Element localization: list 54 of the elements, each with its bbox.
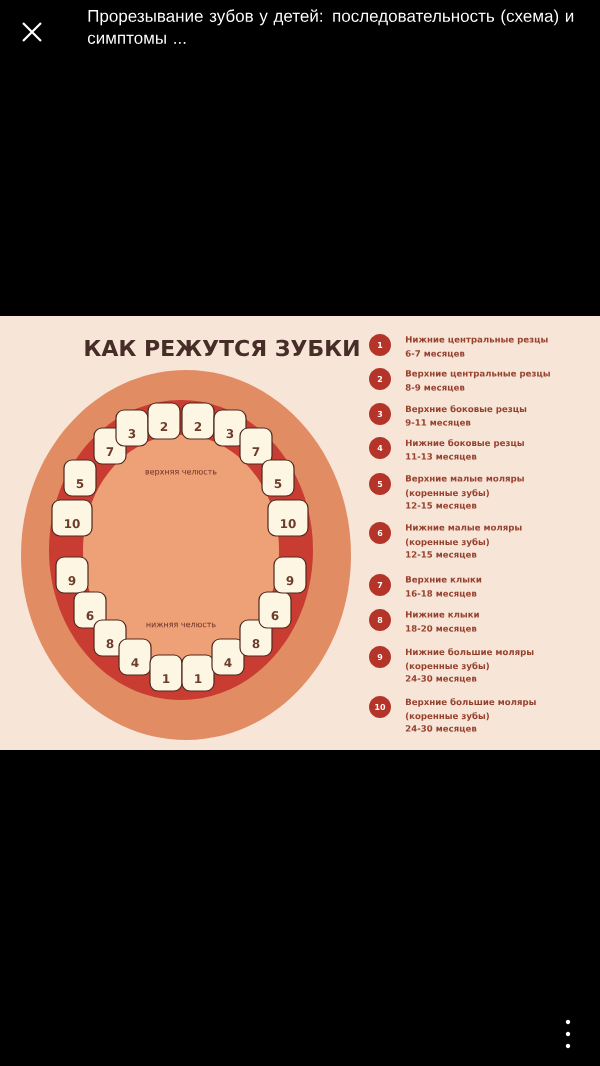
number-badge: 8 xyxy=(369,609,391,631)
tooth: 4 xyxy=(118,638,152,676)
description-text: Нижние центральные резцы xyxy=(406,336,548,345)
tooth: 5 xyxy=(63,459,97,497)
number-badge: 2 xyxy=(369,368,391,390)
description-text: Нижние большие моляры xyxy=(406,648,534,657)
description-text: 6-7 месяцев xyxy=(405,350,465,358)
number-badge: 7 xyxy=(369,574,391,596)
description-text: (коренные зубы) xyxy=(405,538,489,547)
header-title: Прорезывание зубов у детей: последовательность (схема) и симптомы ... xyxy=(87,9,574,44)
number-badge: 9 xyxy=(369,646,391,668)
description-text: 8-9 месяцев xyxy=(405,384,465,392)
description-text: Нижние малые моляры xyxy=(406,524,522,533)
description-text: (коренные зубы) xyxy=(405,662,489,671)
description-text: 16-18 месяцев xyxy=(406,590,477,598)
description-text: Верхние большие моляры xyxy=(406,698,536,707)
number-badge: 10 xyxy=(369,696,391,718)
tooth: 1 xyxy=(181,654,215,692)
tooth: 6 xyxy=(258,591,292,629)
description-text: Нижние боковые резцы xyxy=(406,439,524,448)
description-text: (коренные зубы) xyxy=(405,489,489,498)
tooth: 9 xyxy=(55,556,89,594)
description-text: (коренные зубы) xyxy=(405,712,489,721)
number-badge: 1 xyxy=(369,334,391,356)
tooth: 5 xyxy=(261,459,295,497)
description-text: 11-13 месяцев xyxy=(406,453,477,461)
tooth: 10 xyxy=(267,499,309,537)
description-text: Верхние малые моляры xyxy=(406,475,524,484)
description-text: Верхние боковые резцы xyxy=(406,405,527,414)
jaw-label: верхняя челюсть xyxy=(145,469,217,477)
tooth: 2 xyxy=(181,402,215,440)
description-text: 18-20 месяцев xyxy=(406,625,477,633)
number-badge: 3 xyxy=(369,403,391,425)
heading: КАК РЕЖУТСЯ ЗУБКИ xyxy=(85,339,359,357)
description-text: Верхние клыки xyxy=(406,576,482,585)
description-text: 9-11 месяцев xyxy=(405,419,471,427)
jaw-label: нижняя челюсть xyxy=(146,622,216,628)
description-text: 12-15 месяцев xyxy=(406,551,477,559)
tooth: 9 xyxy=(273,556,307,594)
number-badge: 6 xyxy=(369,522,391,544)
tooth: 4 xyxy=(211,638,245,676)
description-text: Верхние центральные резцы xyxy=(406,370,550,379)
tooth: 10 xyxy=(51,499,93,537)
tooth: 6 xyxy=(73,591,107,629)
description-text: 12-15 месяцев xyxy=(406,502,477,510)
tooth: 3 xyxy=(115,409,149,447)
tooth: 1 xyxy=(149,654,183,692)
tooth: 2 xyxy=(147,402,181,440)
description-text: Нижние клыки xyxy=(406,611,479,618)
tooth: 7 xyxy=(239,427,273,465)
description-text: 24-30 месяцев xyxy=(405,725,477,733)
number-badge: 5 xyxy=(369,473,391,495)
description-text: 24-30 месяцев xyxy=(405,675,477,683)
number-badge: 4 xyxy=(369,437,391,459)
